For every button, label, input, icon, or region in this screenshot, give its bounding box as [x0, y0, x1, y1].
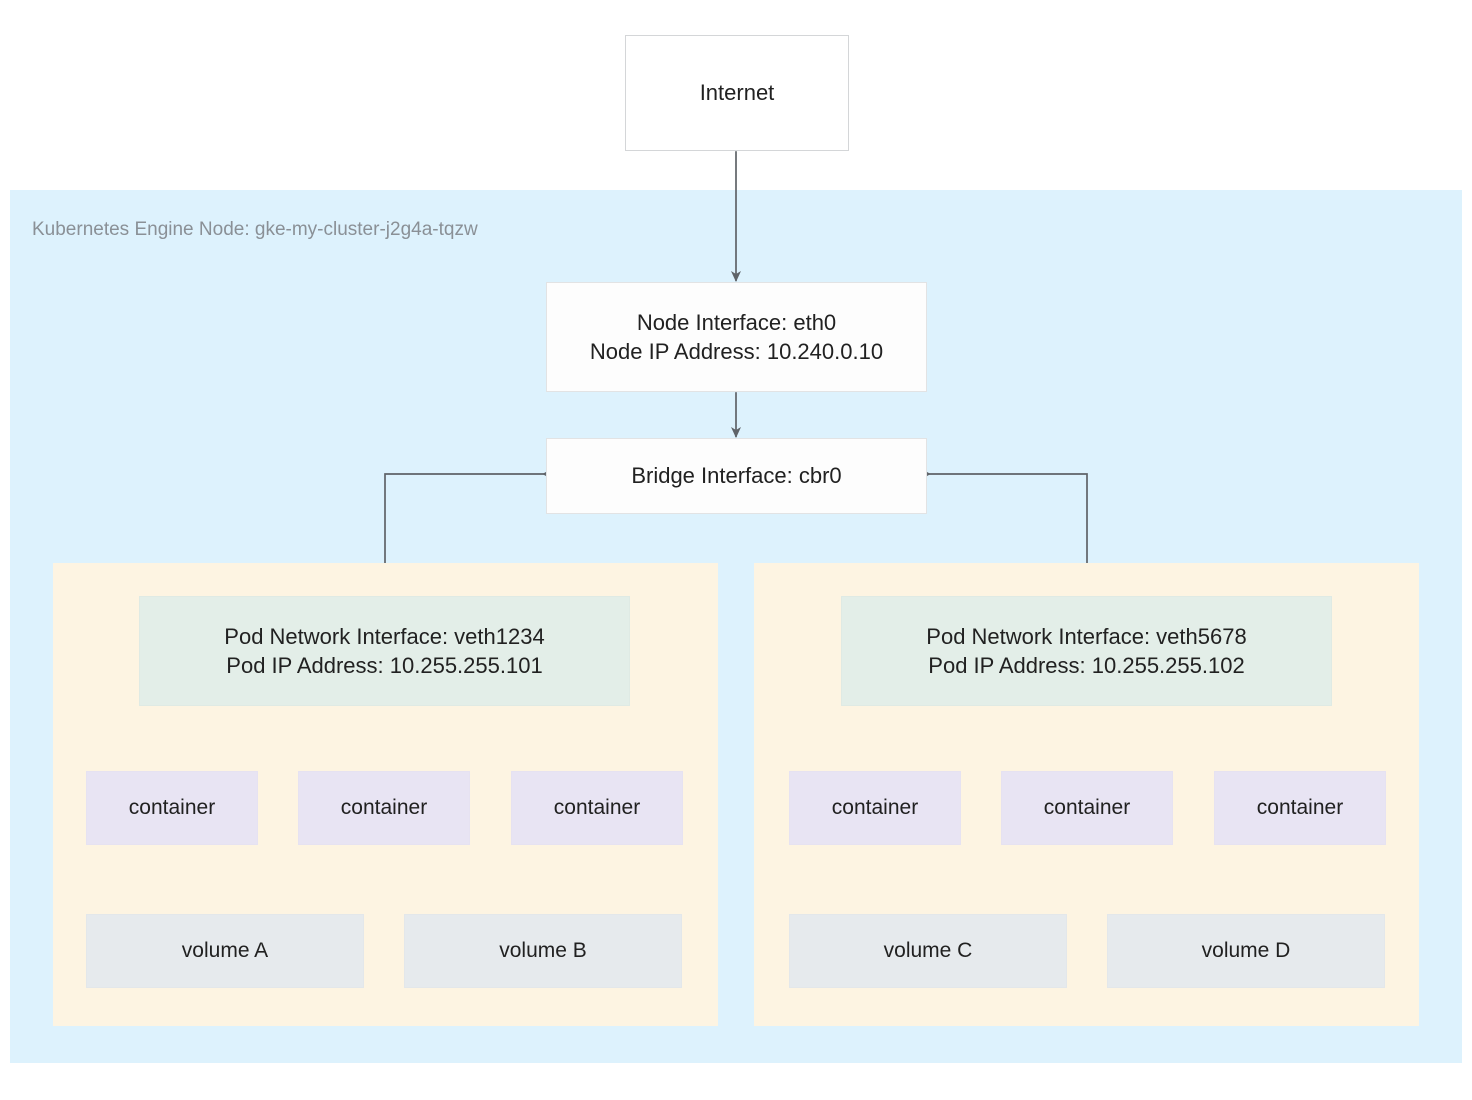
pod-network-interface-name-2: Pod Network Interface: veth5678	[926, 623, 1247, 649]
node-interface-name: Node Interface: eth0	[636, 309, 837, 335]
container-box-2-2: container	[995, 765, 1179, 851]
volume-label: volume B	[499, 939, 587, 962]
pod-ip-address-2: Pod IP Address: 10.255.255.102	[928, 653, 1245, 678]
pod-network-interface-box-1: Pod Network Interface: veth1234 Pod IP A…	[139, 596, 630, 706]
container-label: container	[831, 796, 919, 819]
volume-label: volume A	[181, 939, 269, 962]
container-box-1-3: container	[505, 765, 689, 851]
container-box-2-1: container	[783, 765, 967, 851]
container-box-2-3: container	[1208, 765, 1392, 851]
internet-box: Internet	[625, 35, 849, 151]
container-box-1-2: container	[292, 765, 476, 851]
node-ip-address: Node IP Address: 10.240.0.10	[589, 339, 884, 364]
pod-network-interface-name-1: Pod Network Interface: veth1234	[224, 623, 545, 649]
volume-box-2-1: volume C	[783, 908, 1073, 994]
volume-box-2-2: volume D	[1101, 908, 1391, 994]
container-label: container	[1043, 796, 1131, 819]
container-label: container	[1256, 796, 1344, 819]
container-box-1-1: container	[80, 765, 264, 851]
bridge-interface-box: Bridge Interface: cbr0	[546, 438, 927, 514]
container-label: container	[340, 796, 428, 819]
container-label: container	[553, 796, 641, 819]
kubernetes-node-label: Kubernetes Engine Node: gke-my-cluster-j…	[32, 219, 478, 240]
volume-box-1-2: volume B	[398, 908, 688, 994]
volume-box-1-1: volume A	[80, 908, 370, 994]
volume-label: volume C	[883, 939, 973, 962]
node-interface-box: Node Interface: eth0 Node IP Address: 10…	[546, 282, 927, 392]
volume-label: volume D	[1201, 939, 1291, 962]
pod-ip-address-1: Pod IP Address: 10.255.255.101	[226, 653, 543, 678]
bridge-interface-label: Bridge Interface: cbr0	[631, 463, 842, 489]
container-label: container	[128, 796, 216, 819]
internet-label: Internet	[699, 80, 775, 105]
pod-network-interface-box-2: Pod Network Interface: veth5678 Pod IP A…	[841, 596, 1332, 706]
